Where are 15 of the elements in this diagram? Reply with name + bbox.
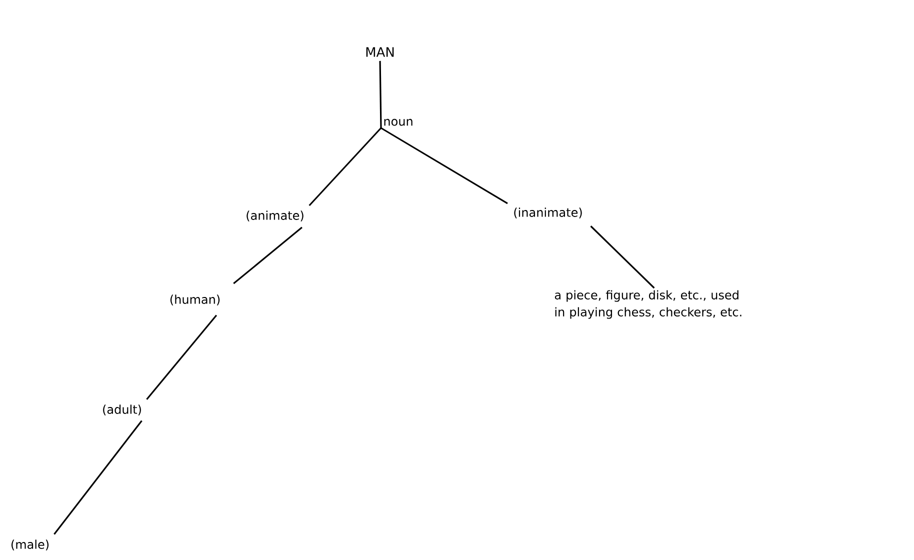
term-label: (human) (170, 294, 220, 306)
branch-line (233, 226, 302, 284)
term-label: (adult) (103, 404, 141, 416)
term-label: (male) (11, 540, 49, 550)
branch-line (380, 127, 508, 204)
term-label: MAN (366, 47, 394, 57)
term-label: noun (384, 118, 412, 126)
branch-line (54, 420, 142, 535)
term-label: (animate) (246, 210, 304, 222)
branch-line (590, 226, 655, 289)
definition-text: a piece, figure, disk, etc., used in playing chess, checkers, etc. (554, 290, 742, 319)
branch-line (308, 127, 382, 206)
term-label: (inanimate) (514, 208, 582, 218)
branch-line (379, 60, 382, 128)
branch-line (146, 314, 218, 400)
